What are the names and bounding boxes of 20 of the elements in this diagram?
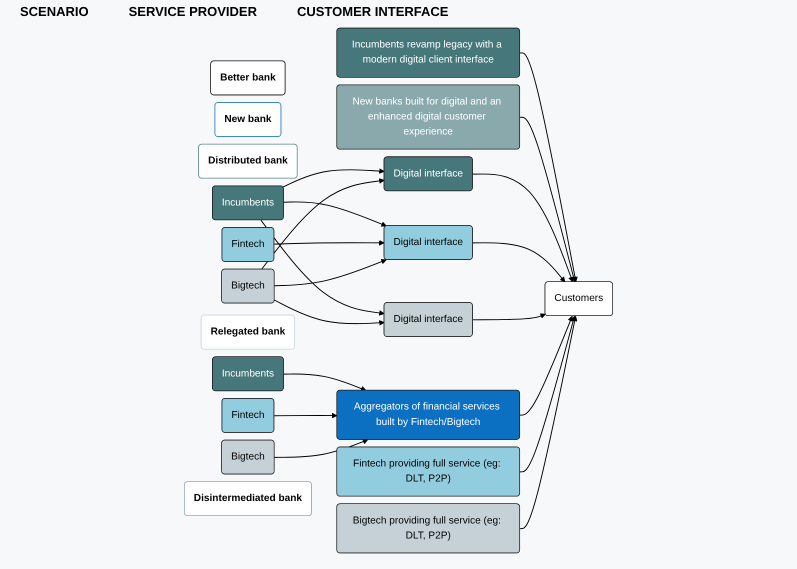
arrow xyxy=(274,412,338,418)
arrow xyxy=(260,220,385,316)
arrow xyxy=(520,316,576,472)
arrow xyxy=(261,178,385,270)
arrow xyxy=(520,116,576,282)
arrow xyxy=(283,201,387,227)
arrow xyxy=(472,174,574,282)
arrow xyxy=(274,300,385,326)
column-heading: CUSTOMER INTERFACE xyxy=(296,4,448,19)
arrow xyxy=(283,374,366,392)
column-heading: SCENARIO xyxy=(20,4,89,19)
arrow xyxy=(520,316,578,530)
column-heading: SERVICE PROVIDER xyxy=(128,4,257,19)
arrow xyxy=(282,168,385,188)
arrow xyxy=(274,240,385,246)
arrow xyxy=(520,52,578,282)
arrow xyxy=(520,316,573,416)
arrow xyxy=(472,242,566,282)
arrow xyxy=(274,258,387,286)
arrow xyxy=(472,313,546,320)
